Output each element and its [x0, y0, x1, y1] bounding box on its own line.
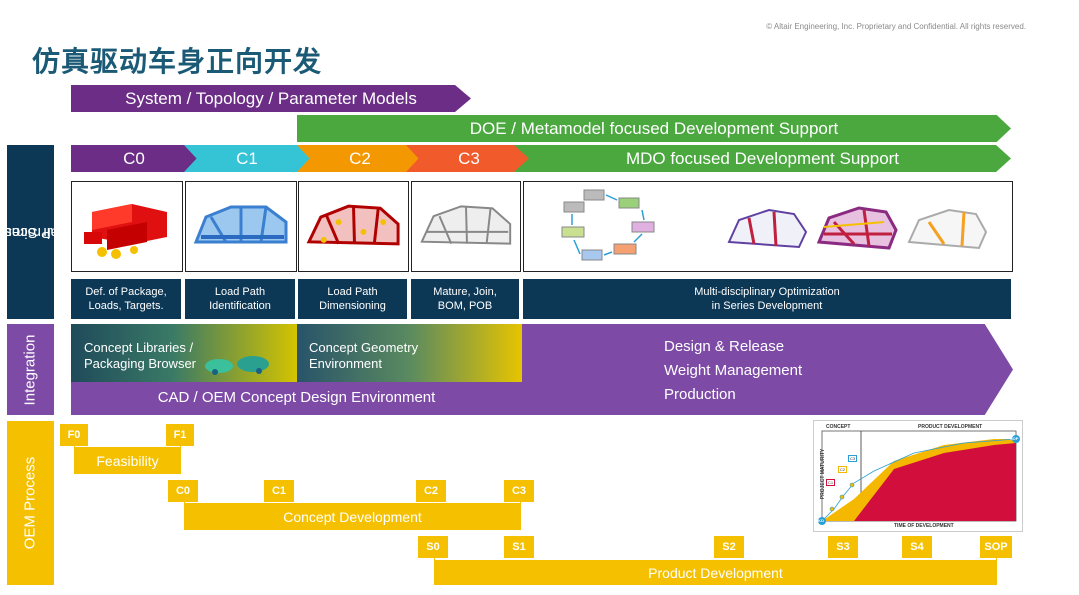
- concept-geometry-block: Concept Geometry Environment: [297, 324, 522, 382]
- gate-s0: S0: [418, 536, 448, 558]
- process-mdo-series: Multi-disciplinary Optimization in Series…: [523, 279, 1011, 319]
- gate-s1: S1: [504, 536, 534, 558]
- design-release-list: Design & Release Weight Management Produ…: [664, 335, 802, 407]
- chart-y-axis-label: PROJECT MATURITY: [820, 448, 827, 500]
- dimensioning-model-image: [298, 181, 409, 272]
- process-mature-join: Mature, Join, BOM, POB: [411, 279, 519, 319]
- process-package-line2: Loads, Targets.: [88, 300, 164, 312]
- process-package-definition: Def. of Package, Loads, Targets.: [71, 279, 181, 319]
- process-mature-line1: Mature, Join,: [433, 286, 497, 298]
- phase-c3-label: C3: [458, 148, 480, 168]
- phase-c1-chevron: C1: [184, 145, 310, 172]
- phase-c0-chevron: C0: [71, 145, 197, 172]
- chart-product-dev-label: PRODUCT DEVELOPMENT: [918, 424, 983, 430]
- integration-sidebar-label: Integration: [21, 334, 39, 405]
- process-mdo-line1: Multi-disciplinary Optimization: [694, 286, 840, 298]
- maturity-chart: CONCEPT PRODUCT DEVELOPMENT TIME OF DEVE…: [813, 420, 1023, 532]
- process-dimensioning-line1: Load Path: [327, 286, 378, 298]
- process-mature-line2: BOM, POB: [437, 300, 493, 312]
- gate-c3: C3: [504, 480, 534, 502]
- chart-start-label: KO: [818, 518, 824, 523]
- system-models-label: System / Topology / Parameter Models: [125, 88, 417, 108]
- maturity-chart-graphic: [818, 430, 1020, 525]
- topology-model-image: [185, 181, 297, 272]
- copyright-notice: © Altair Engineering, Inc. Proprietary a…: [766, 22, 1026, 31]
- process-identification-line2: Identification: [209, 300, 271, 312]
- page-title: 仿真驱动车身正向开发: [32, 45, 323, 78]
- concept-libraries-block: Concept Libraries / Packaging Browser: [71, 324, 297, 382]
- package-block-icon: [84, 204, 167, 259]
- chart-marker-c1: C1: [826, 479, 836, 486]
- phase-c3-chevron: C3: [406, 145, 532, 172]
- concept-development-bar: Concept Development: [184, 503, 521, 530]
- doe-support-arrow: DOE / Metamodel focused Development Supp…: [297, 115, 1011, 142]
- car-parts-icon: [205, 356, 269, 375]
- gate-c2: C2: [416, 480, 446, 502]
- process-package-line1: Def. of Package,: [85, 286, 167, 298]
- chart-concept-label: CONCEPT: [826, 424, 851, 430]
- mdo-models-image: [523, 181, 1013, 272]
- chart-marker-c2: C2: [838, 466, 848, 473]
- red-body-frame-icon: [306, 204, 400, 246]
- gate-f1: F1: [166, 424, 194, 446]
- grey-body-frame-icon: [420, 205, 512, 245]
- concept-libraries-line2: Packaging Browser: [84, 356, 196, 371]
- chart-end-label: SOP: [1010, 436, 1019, 441]
- process-dimensioning-line2: Dimensioning: [319, 300, 386, 312]
- mdo-body-variants-icon: [561, 189, 988, 261]
- concept-libraries-line1: Concept Libraries /: [84, 340, 194, 355]
- phase-c0-label: C0: [123, 148, 145, 168]
- chart-marker-c3: C3: [848, 455, 858, 462]
- phase-c2-label: C2: [349, 148, 371, 168]
- concept-geometry-line1: Concept Geometry: [309, 340, 419, 355]
- oem-sidebar-label: OEM Process: [21, 456, 39, 550]
- production-item: Production: [664, 386, 736, 403]
- weight-management-item: Weight Management: [664, 362, 803, 379]
- chart-x-axis-label: TIME OF DEVELOPMENT: [894, 523, 954, 529]
- simulation-sidebar-label: Altair Simulation Driven Processes: [0, 173, 98, 291]
- system-models-arrow: System / Topology / Parameter Models: [71, 85, 471, 112]
- gate-f0: F0: [60, 424, 88, 446]
- design-release-item: Design & Release: [664, 338, 785, 355]
- cad-environment-label: CAD / OEM Concept Design Environment: [157, 389, 436, 406]
- gate-c0: C0: [168, 480, 198, 502]
- gate-c1: C1: [264, 480, 294, 502]
- process-mdo-line2: in Series Development: [711, 300, 823, 312]
- blue-body-frame-icon: [193, 205, 288, 244]
- gate-s2: S2: [714, 536, 744, 558]
- gate-s3: S3: [828, 536, 858, 558]
- mdo-support-arrow: MDO focused Development Support: [514, 145, 1011, 172]
- phase-c1-label: C1: [236, 148, 258, 168]
- mature-model-image: [411, 181, 521, 272]
- package-model-image: [71, 181, 183, 272]
- oem-sidebar: OEM Process: [7, 421, 54, 585]
- process-identification-line1: Load Path: [214, 286, 266, 298]
- mdo-support-label: MDO focused Development Support: [625, 148, 900, 168]
- integration-sidebar: Integration: [7, 324, 54, 415]
- concept-geometry-line2: Environment: [309, 356, 382, 371]
- simulation-sidebar: Altair Simulation Driven Processes: [0, 145, 98, 319]
- product-development-bar: Product Development: [434, 560, 997, 585]
- gate-s4: S4: [902, 536, 932, 558]
- doe-support-label: DOE / Metamodel focused Development Supp…: [469, 118, 839, 138]
- phase-c2-chevron: C2: [297, 145, 423, 172]
- gate-sop: SOP: [980, 536, 1012, 558]
- feasibility-bar: Feasibility: [74, 447, 181, 474]
